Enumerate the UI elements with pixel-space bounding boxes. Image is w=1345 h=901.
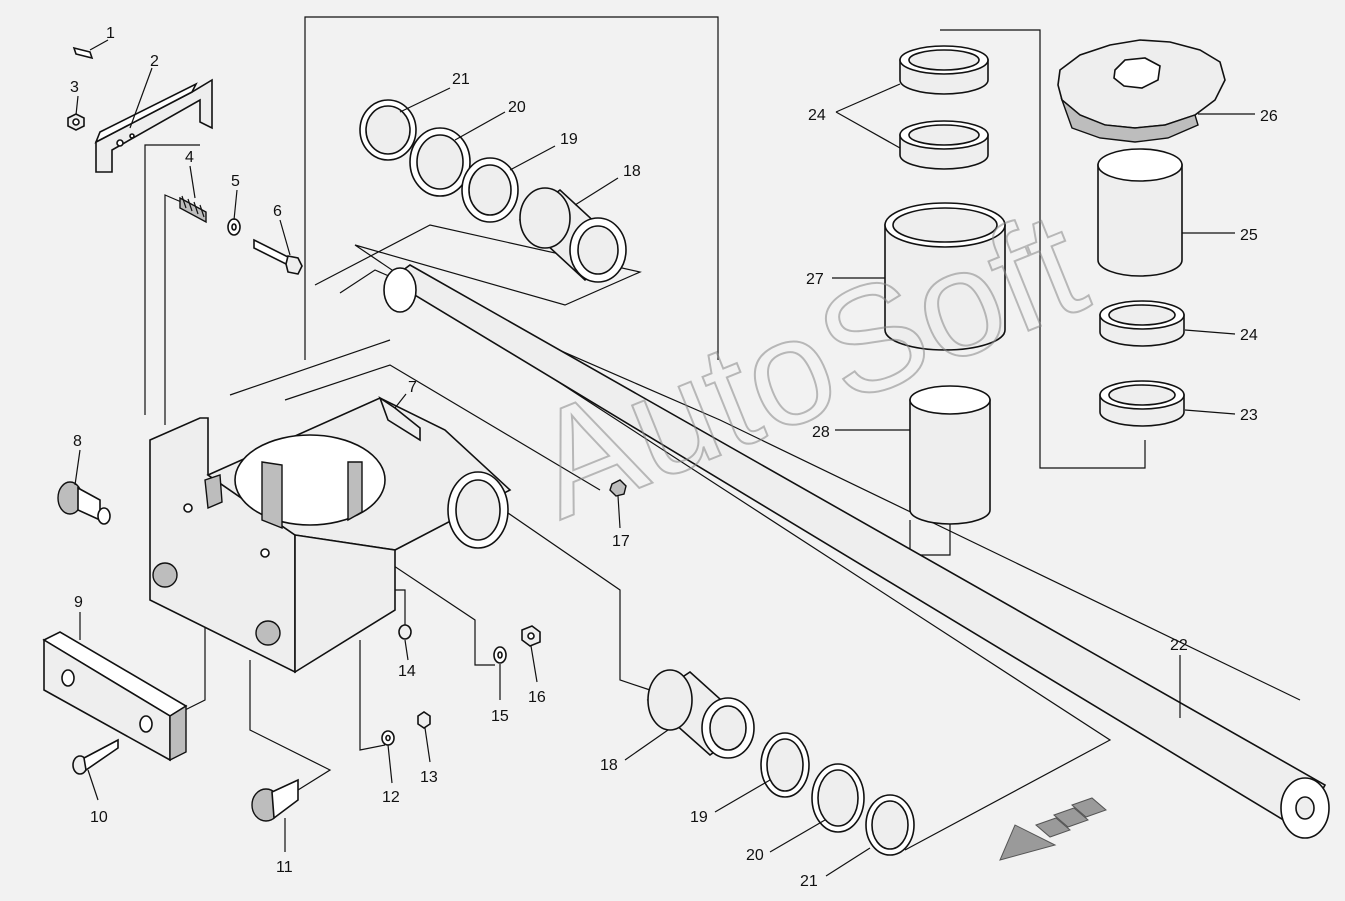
part-knob-11 [251,778,299,822]
callout-24-right: 24 [1240,327,1258,344]
callout-11: 11 [276,859,293,876]
callout-9: 9 [74,594,83,611]
part-ring-20-lower [811,763,865,833]
callout-22: 22 [1170,637,1188,654]
callout-19-lower: 19 [690,809,708,826]
part-ring-24-top [899,45,989,95]
callout-21-lower: 21 [800,873,818,890]
part-sleeve-25 [1097,148,1183,277]
callout-21-upper: 21 [452,71,470,88]
part-screw-10 [72,738,119,775]
part-shaft-22 [383,264,1330,839]
part-knob-8 [57,481,111,525]
callout-16: 16 [528,689,546,706]
part-spring [179,195,207,224]
part-ring-19-upper [461,157,519,223]
callout-8: 8 [73,433,82,450]
part-pin [72,46,94,60]
part-ring-23 [1099,380,1185,427]
part-snap-ring-lower [865,794,915,856]
part-washer-5 [227,218,241,236]
callout-2: 2 [150,53,159,70]
callout-10: 10 [90,809,108,826]
part-nut-13 [417,711,431,729]
callout-4: 4 [185,149,194,166]
part-nut-small [67,113,85,131]
callout-28: 28 [812,424,830,441]
callout-27: 27 [806,271,824,288]
callout-6: 6 [273,203,282,220]
callout-3: 3 [70,79,79,96]
leader-lines [74,39,1255,877]
callout-14: 14 [398,663,416,680]
callout-15: 15 [491,708,509,725]
part-bolt-6 [253,238,303,275]
callout-labels: 1 2 3 4 5 6 7 8 9 10 11 12 13 14 15 16 1… [70,25,1278,890]
part-bushing-28 [909,385,991,525]
part-bushing-18-lower [646,669,755,759]
part-nut-16 [521,625,541,647]
part-ring-24-right [1099,300,1185,347]
callout-20-lower: 20 [746,847,764,864]
callout-18-lower: 18 [600,757,618,774]
part-snap-ring-upper [359,99,417,161]
callout-1: 1 [106,25,115,42]
part-washer-15 [493,646,507,664]
part-washer-12 [381,730,395,746]
part-bushing-18-upper [518,187,627,283]
part-bracket [94,78,213,173]
part-gear-26 [1057,39,1226,143]
callout-18-upper: 18 [623,163,641,180]
part-ring-24-mid [899,120,989,170]
callout-7: 7 [408,379,417,396]
part-tube-27 [884,202,1006,351]
part-ring-20-upper [409,127,471,197]
callout-19-upper: 19 [560,131,578,148]
direction-arrow-icon [999,797,1107,861]
part-ring-19-lower [760,732,810,798]
callout-20-upper: 20 [508,99,526,116]
part-plate-9 [42,631,188,762]
callout-26: 26 [1260,108,1278,125]
callout-13: 13 [420,769,438,786]
callout-17: 17 [612,533,630,550]
callout-12: 12 [382,789,400,806]
part-housing [149,395,512,674]
part-grease-fitting-17 [609,479,627,497]
callout-25: 25 [1240,227,1258,244]
part-screw-14 [398,624,412,640]
callout-24-left: 24 [808,107,826,124]
callout-23: 23 [1240,407,1258,424]
callout-5: 5 [231,173,240,190]
